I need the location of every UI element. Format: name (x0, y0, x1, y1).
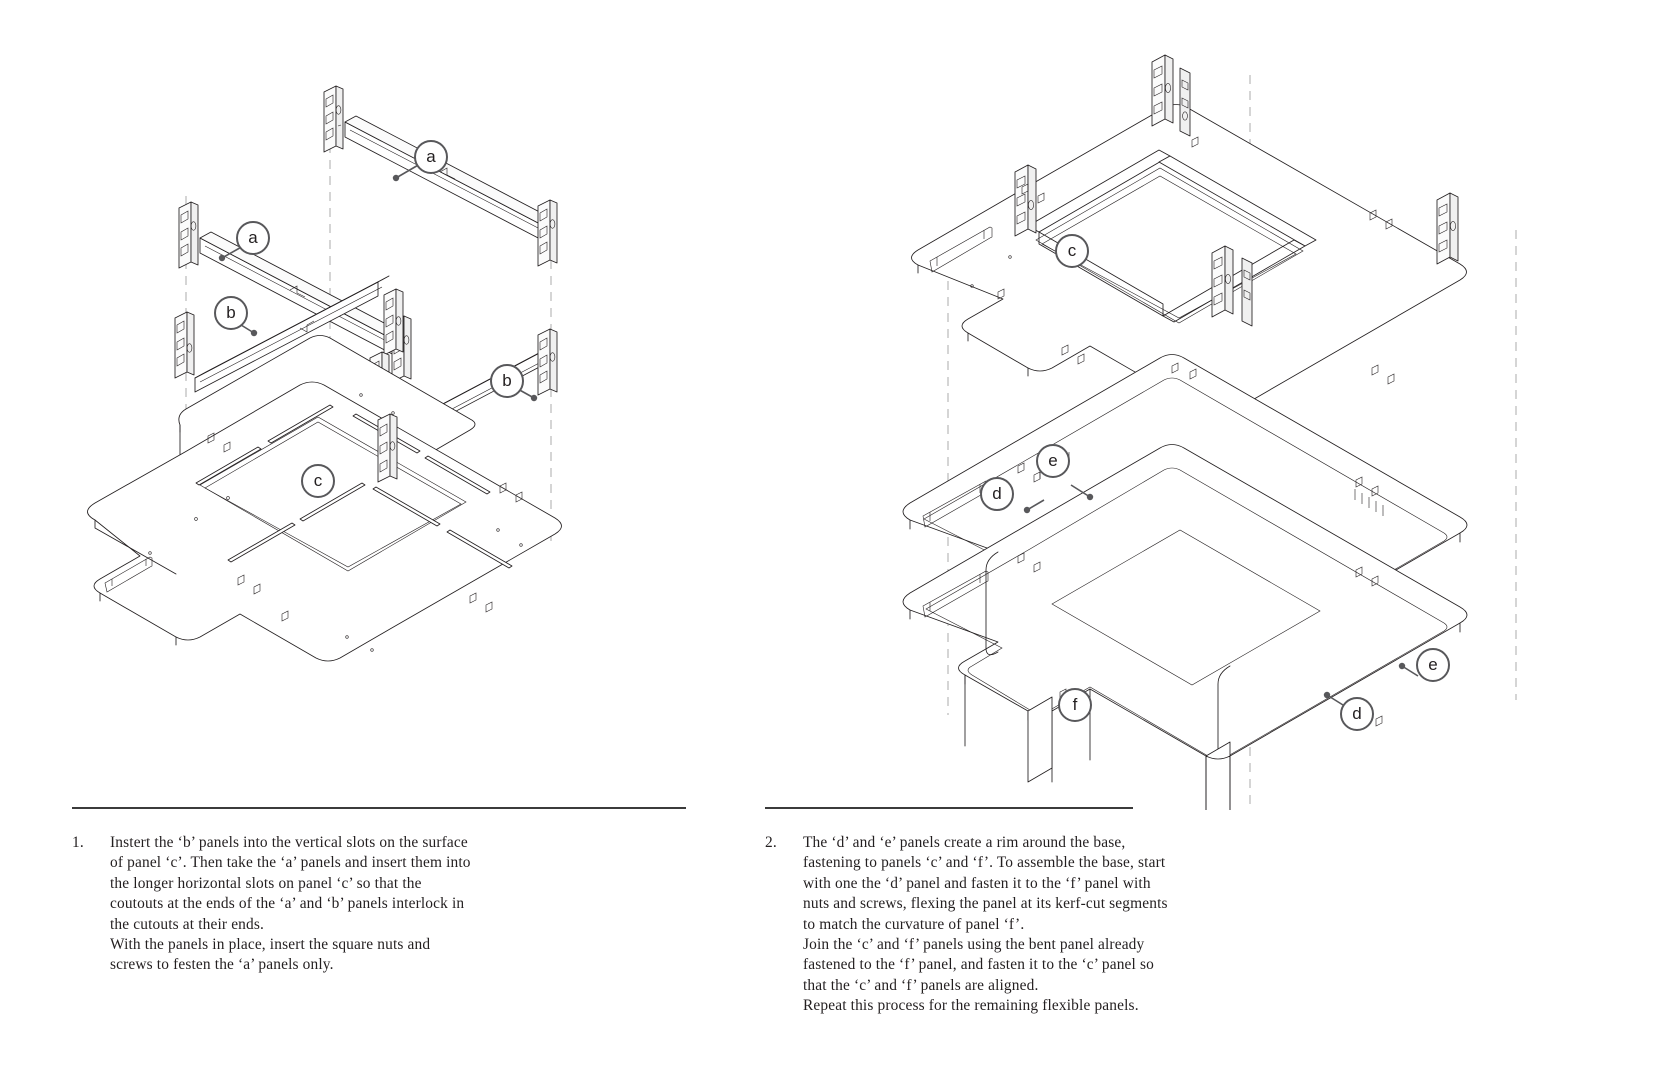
upper-hardware (970, 136, 1395, 413)
callout-a-middle[interactable]: a (236, 221, 270, 255)
callout-label: f (1072, 695, 1078, 714)
callout-label: e (1048, 451, 1058, 470)
step-number: 1. (72, 834, 84, 851)
step-body: Instert the ‘b’ panels into the vertical… (110, 833, 472, 976)
callout-d-upper[interactable]: d (980, 477, 1014, 511)
callout-b-left[interactable]: b (214, 296, 248, 330)
callout-label: b (226, 303, 236, 322)
caption-divider-right (765, 807, 1133, 809)
callout-a-top[interactable]: a (414, 140, 448, 174)
step-paragraph: Instert the ‘b’ panels into the vertical… (110, 834, 471, 933)
callout-label: c (313, 471, 323, 490)
callout-label: b (502, 371, 512, 390)
panel-b-left (174, 275, 404, 393)
callout-c-base[interactable]: c (301, 464, 335, 498)
callout-b-right[interactable]: b (490, 364, 524, 398)
panel-c-hardware (148, 393, 523, 652)
callout-f-base[interactable]: f (1058, 688, 1092, 722)
assembly-c-upper (911, 54, 1467, 422)
step-paragraph: Repeat this process for the remaining fl… (803, 997, 1139, 1015)
step-paragraph: With the panels in place, insert the squ… (110, 936, 431, 974)
callout-e-lower[interactable]: e (1416, 648, 1450, 682)
panel-c-base (87, 335, 562, 662)
callout-label: e (1428, 655, 1438, 674)
caption-step-2: 2. The ‘d’ and ‘e’ panels create a rim a… (765, 833, 1175, 1017)
callout-label: a (248, 228, 258, 247)
caption-divider-left (72, 807, 686, 809)
panel-c-fasteners (207, 432, 523, 622)
step-paragraph: The ‘d’ and ‘e’ panels create a rim arou… (803, 834, 1168, 933)
step-paragraph: Join the ‘c’ and ‘f’ panels using the be… (803, 936, 1154, 994)
caption-step-1: 1. Instert the ‘b’ panels into the verti… (72, 833, 472, 976)
step-number: 2. (765, 834, 777, 851)
callout-d-lower[interactable]: d (1340, 697, 1374, 731)
panel-a-top (323, 85, 558, 267)
exploded-view-step-1 (0, 0, 760, 810)
exploded-view-step-2 (760, 0, 1669, 810)
figure-panel-right: c e d e d f 2. The ‘d’ and ‘e’ panels cr… (760, 0, 1669, 1080)
callout-e-upper[interactable]: e (1036, 444, 1070, 478)
step-body: The ‘d’ and ‘e’ panels create a rim arou… (803, 833, 1175, 1017)
figure-panel-left: a a b b c 1. Instert the ‘b’ panels into… (0, 0, 760, 1080)
panel-a-middle (178, 201, 412, 383)
callout-c-upper[interactable]: c (1055, 234, 1089, 268)
callout-label: d (1352, 704, 1362, 723)
panel-f-base (902, 444, 1468, 810)
callout-label: c (1067, 241, 1077, 260)
callout-label: d (992, 484, 1002, 503)
callout-label: a (426, 147, 436, 166)
